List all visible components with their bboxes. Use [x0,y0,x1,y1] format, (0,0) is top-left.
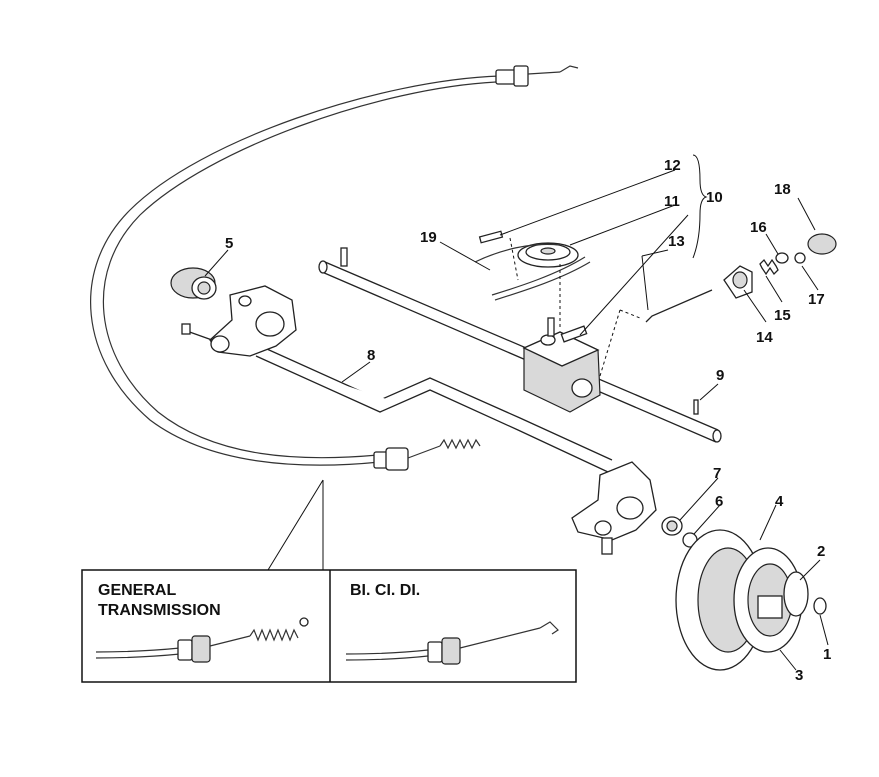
inset-left-title-line2: TRANSMISSION [98,602,221,619]
drive-cable [90,65,579,471]
inset-left-title-line1: GENERAL [98,582,176,599]
leader-lines [204,154,829,671]
callout-3: 3 [795,667,803,684]
callout-15: 15 [774,307,791,324]
callout-5: 5 [225,235,233,252]
callout-7: 7 [713,465,721,482]
callout-2: 2 [817,543,825,560]
left-bracket [181,285,297,357]
inset-pointer [267,479,324,571]
parts-14-to-18 [723,233,837,299]
callout-9: 9 [716,367,724,384]
callout-8: 8 [367,347,375,364]
callout-13: 13 [668,233,685,250]
part-5-gear [170,267,217,300]
callout-18: 18 [774,181,791,198]
callout-11: 11 [664,193,680,210]
gearbox [522,317,601,413]
callout-6: 6 [715,493,723,510]
callout-labels: 1 2 3 4 5 6 7 8 9 10 11 12 13 14 15 16 1… [225,157,831,684]
inset-right-title: BI. CI. DI. [350,582,420,599]
part-13-rod [645,289,713,323]
part-12-key [478,230,504,244]
drive-shaft [318,247,722,443]
callout-12: 12 [664,157,681,174]
callout-16: 16 [750,219,767,236]
callout-19: 19 [420,229,437,246]
cable-variant-inset: GENERAL TRANSMISSION BI. CI. DI. [81,569,577,683]
callout-10: 10 [706,189,723,206]
callout-14: 14 [756,329,773,346]
callout-1: 1 [823,646,831,663]
part-9-pin [693,399,699,415]
bi-ci-di-cable [345,621,559,665]
pulley-and-belt [474,237,591,330]
axle-shaft [255,344,613,473]
callout-17: 17 [808,291,825,308]
general-transmission-cable [95,617,309,663]
right-bracket [571,461,657,555]
wheel-drive-assembly [675,529,827,671]
callout-4: 4 [775,493,784,510]
